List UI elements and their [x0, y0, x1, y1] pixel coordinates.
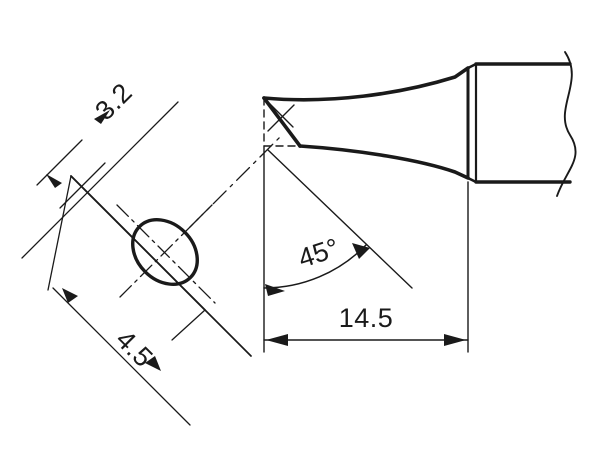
arrowhead-angle-left	[265, 284, 285, 296]
dimension-14-5-group	[263, 181, 469, 353]
ellipse-centerline-major	[116, 204, 216, 304]
ext-line-4-5-b	[171, 309, 206, 341]
projection-axis-line	[189, 134, 283, 228]
dimension-4-5-group	[47, 175, 206, 426]
tip-lower-profile	[298, 144, 470, 180]
dimension-3-2-group	[21, 101, 179, 259]
dim-line-3-2	[21, 101, 179, 259]
cylinder-lower-edge	[116, 221, 252, 357]
arrowhead-14-5-left	[266, 334, 288, 346]
arrowhead-3-2-lower	[46, 174, 62, 188]
dim-line-4-5	[52, 287, 191, 426]
ext-line-3-2-b	[59, 162, 106, 209]
angle-diagonal-leg	[267, 149, 413, 289]
tip-upper-profile	[262, 66, 470, 102]
break-line	[556, 51, 577, 197]
dimension-45-degree-group	[263, 145, 413, 353]
dimension-label-14-5: 14.5	[339, 303, 394, 333]
arrowhead-angle-right	[352, 243, 370, 259]
left-view-group	[70, 134, 283, 357]
construction-diagonal-b	[267, 104, 295, 132]
ext-line-4-5-a	[47, 175, 72, 291]
arrowhead-4-5-lower	[145, 356, 161, 371]
arrowhead-14-5-right	[444, 334, 466, 346]
arrowhead-3-2-upper	[94, 110, 110, 124]
cylinder-back-face-edge	[70, 175, 118, 223]
ext-line-3-2-a	[36, 139, 83, 186]
arrowhead-4-5-upper	[62, 288, 78, 303]
right-view-group	[262, 51, 577, 197]
bevel-cut-edge	[262, 96, 302, 148]
construction-diagonal-a	[263, 97, 294, 128]
